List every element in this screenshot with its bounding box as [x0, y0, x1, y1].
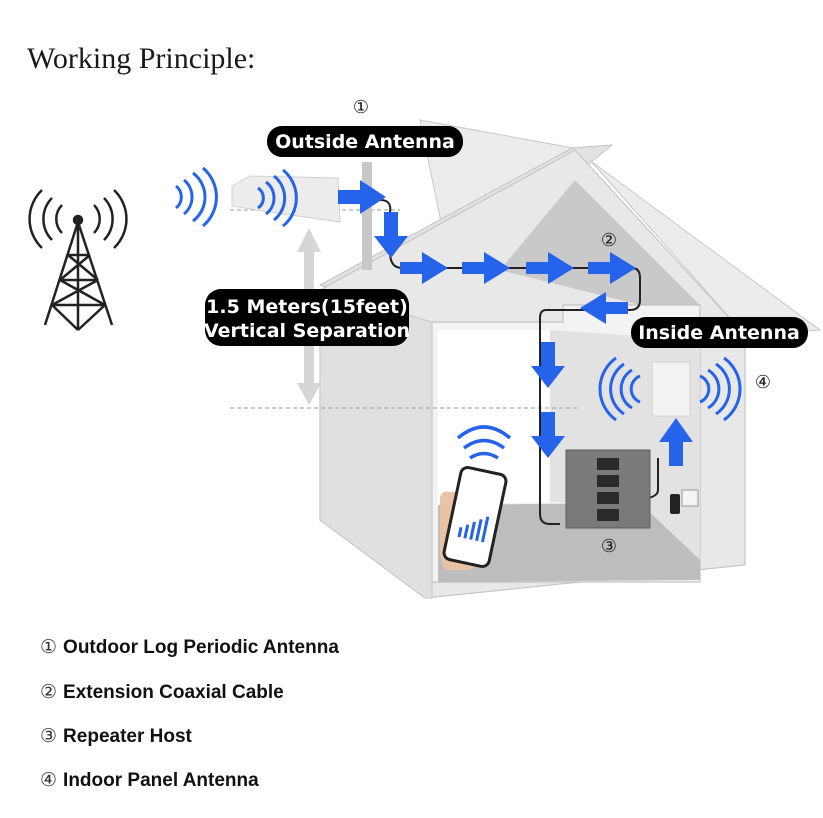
legend-text: Repeater Host: [63, 725, 192, 747]
legend-text: Extension Coaxial Cable: [63, 681, 284, 703]
power-adapter-icon: [670, 489, 699, 514]
legend-number: ②: [40, 681, 58, 703]
wifi-icon: [456, 425, 512, 460]
flow-arrow-icon: [338, 180, 693, 466]
smartphone-icon: [440, 466, 508, 570]
legend-number: ④: [40, 769, 58, 791]
svg-text:1.5 Meters(15feet): 1.5 Meters(15feet): [206, 296, 408, 318]
signal-waves-icon: [174, 166, 218, 228]
outside-antenna-label: Outside Antenna: [267, 126, 463, 157]
marker-4: ④: [755, 372, 771, 393]
cell-tower-icon: [28, 189, 128, 331]
repeater-icon: [565, 449, 651, 529]
marker-3: ③: [601, 536, 617, 557]
panel-antenna-icon: [598, 356, 742, 422]
svg-text:Inside Antenna: Inside Antenna: [638, 322, 800, 344]
inside-antenna-label: Inside Antenna: [631, 317, 808, 348]
svg-text:Vertical Separation: Vertical Separation: [204, 320, 410, 342]
legend-number: ①: [40, 636, 58, 658]
svg-text:Outside Antenna: Outside Antenna: [275, 131, 455, 153]
marker-2: ②: [601, 230, 617, 251]
antenna-pole: [362, 162, 372, 270]
legend-text: Outdoor Log Periodic Antenna: [63, 636, 339, 658]
legend-number: ③: [40, 725, 58, 747]
marker-1: ①: [353, 97, 369, 118]
separation-label: 1.5 Meters(15feet) Vertical Separation: [204, 289, 410, 346]
log-periodic-antenna-icon: [231, 168, 341, 228]
page-title: Working Principle:: [27, 42, 256, 75]
legend-text: Indoor Panel Antenna: [63, 769, 259, 791]
